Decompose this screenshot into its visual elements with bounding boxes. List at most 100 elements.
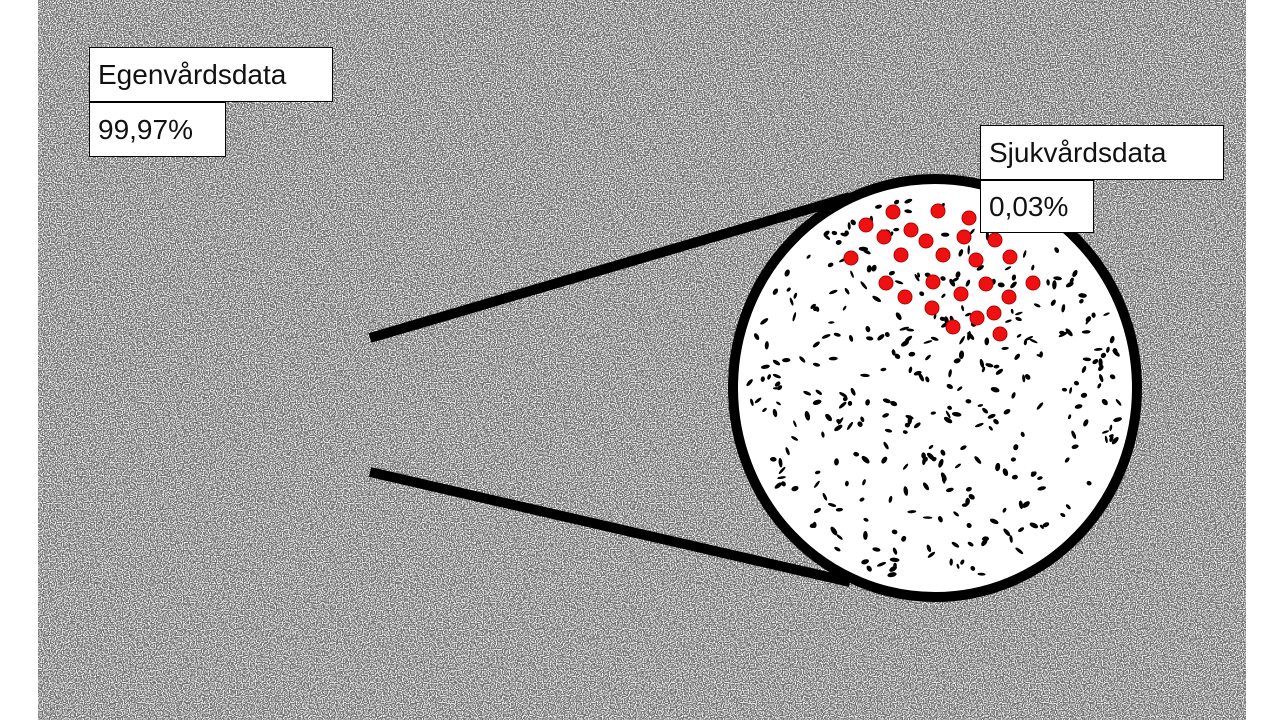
black-speck	[810, 303, 816, 309]
black-speck	[927, 551, 936, 558]
black-speck	[799, 356, 806, 363]
black-speck	[961, 503, 968, 507]
black-speck	[1109, 335, 1115, 344]
black-speck	[902, 430, 908, 434]
black-speck	[838, 401, 847, 409]
black-speck	[995, 368, 1004, 375]
black-speck	[806, 254, 811, 259]
black-speck	[967, 541, 974, 547]
black-speck	[895, 312, 902, 321]
black-speck	[750, 398, 754, 406]
black-speck	[989, 518, 999, 525]
black-speck	[1109, 374, 1116, 380]
black-speck	[1033, 303, 1041, 308]
black-speck	[1099, 374, 1104, 383]
black-speck	[1002, 468, 1009, 477]
black-speck	[1015, 317, 1022, 322]
black-speck	[772, 288, 779, 295]
black-speck	[1106, 346, 1110, 353]
black-speck	[1101, 430, 1110, 434]
black-speck	[945, 487, 954, 493]
black-speck	[952, 277, 959, 282]
black-speck	[1001, 346, 1009, 350]
black-speck	[1011, 474, 1018, 480]
black-speck	[990, 386, 1000, 393]
black-speck	[753, 333, 760, 341]
black-speck	[926, 544, 932, 553]
magnified-circle	[728, 174, 1142, 602]
red-speck	[953, 286, 969, 302]
black-speck	[984, 337, 990, 346]
black-speck	[1058, 331, 1068, 338]
black-speck	[881, 456, 888, 464]
black-speck	[825, 413, 833, 422]
black-speck	[1052, 280, 1057, 290]
health-care-percent-box: 0,03%	[980, 180, 1094, 233]
black-speck	[884, 428, 893, 433]
black-data-points	[746, 198, 1122, 578]
black-speck	[1079, 298, 1084, 304]
black-speck	[977, 572, 986, 576]
black-speck	[982, 407, 989, 414]
black-speck	[906, 328, 915, 332]
black-speck	[860, 416, 865, 423]
health-care-label: Sjukvårdsdata	[989, 136, 1167, 168]
black-speck	[940, 276, 946, 281]
black-speck	[948, 369, 952, 378]
black-speck	[937, 516, 943, 523]
black-speck	[901, 340, 909, 347]
black-speck	[834, 424, 843, 432]
black-speck	[1015, 547, 1024, 555]
black-speck	[760, 376, 765, 382]
black-speck	[903, 486, 909, 496]
black-speck	[1078, 293, 1087, 298]
black-speck	[1115, 399, 1122, 406]
black-speck	[941, 293, 946, 298]
black-speck	[834, 546, 841, 552]
black-speck	[925, 376, 930, 383]
black-speck	[914, 274, 920, 282]
black-speck	[815, 306, 820, 312]
black-speck	[1097, 383, 1102, 389]
black-speck	[812, 521, 817, 529]
black-speck	[892, 547, 898, 555]
black-speck	[1015, 311, 1023, 316]
black-speck	[822, 492, 828, 501]
self-care-label: Egenvårdsdata	[98, 58, 287, 90]
black-speck	[902, 463, 909, 470]
black-speck	[1054, 247, 1060, 253]
black-speck	[1016, 333, 1022, 338]
black-speck	[1023, 339, 1028, 346]
black-speck	[835, 239, 842, 245]
black-speck	[866, 265, 872, 273]
black-speck	[853, 451, 860, 457]
self-care-percent-box: 99,97%	[89, 102, 226, 157]
red-speck	[925, 274, 941, 290]
black-speck	[772, 373, 782, 379]
black-speck	[877, 334, 885, 341]
black-speck	[951, 412, 962, 417]
black-speck	[949, 558, 953, 566]
zoom-line-upper	[368, 192, 852, 343]
black-speck	[993, 419, 999, 425]
black-speck	[865, 325, 871, 333]
black-speck	[981, 366, 986, 373]
black-speck	[893, 227, 900, 232]
black-speck	[1071, 444, 1079, 449]
black-speck	[1022, 501, 1030, 508]
black-speck	[945, 410, 951, 419]
black-speck	[830, 526, 838, 536]
black-speck	[904, 198, 913, 204]
black-speck	[1094, 347, 1103, 351]
black-speck	[883, 441, 889, 450]
black-speck	[754, 397, 762, 404]
black-speck	[1092, 359, 1099, 365]
black-speck	[1080, 392, 1088, 398]
black-speck	[850, 270, 854, 278]
black-speck	[866, 565, 872, 572]
black-speck	[1039, 524, 1044, 529]
black-speck	[928, 444, 934, 450]
black-speck	[961, 305, 965, 312]
black-speck	[1098, 365, 1104, 371]
red-speck	[978, 276, 994, 292]
